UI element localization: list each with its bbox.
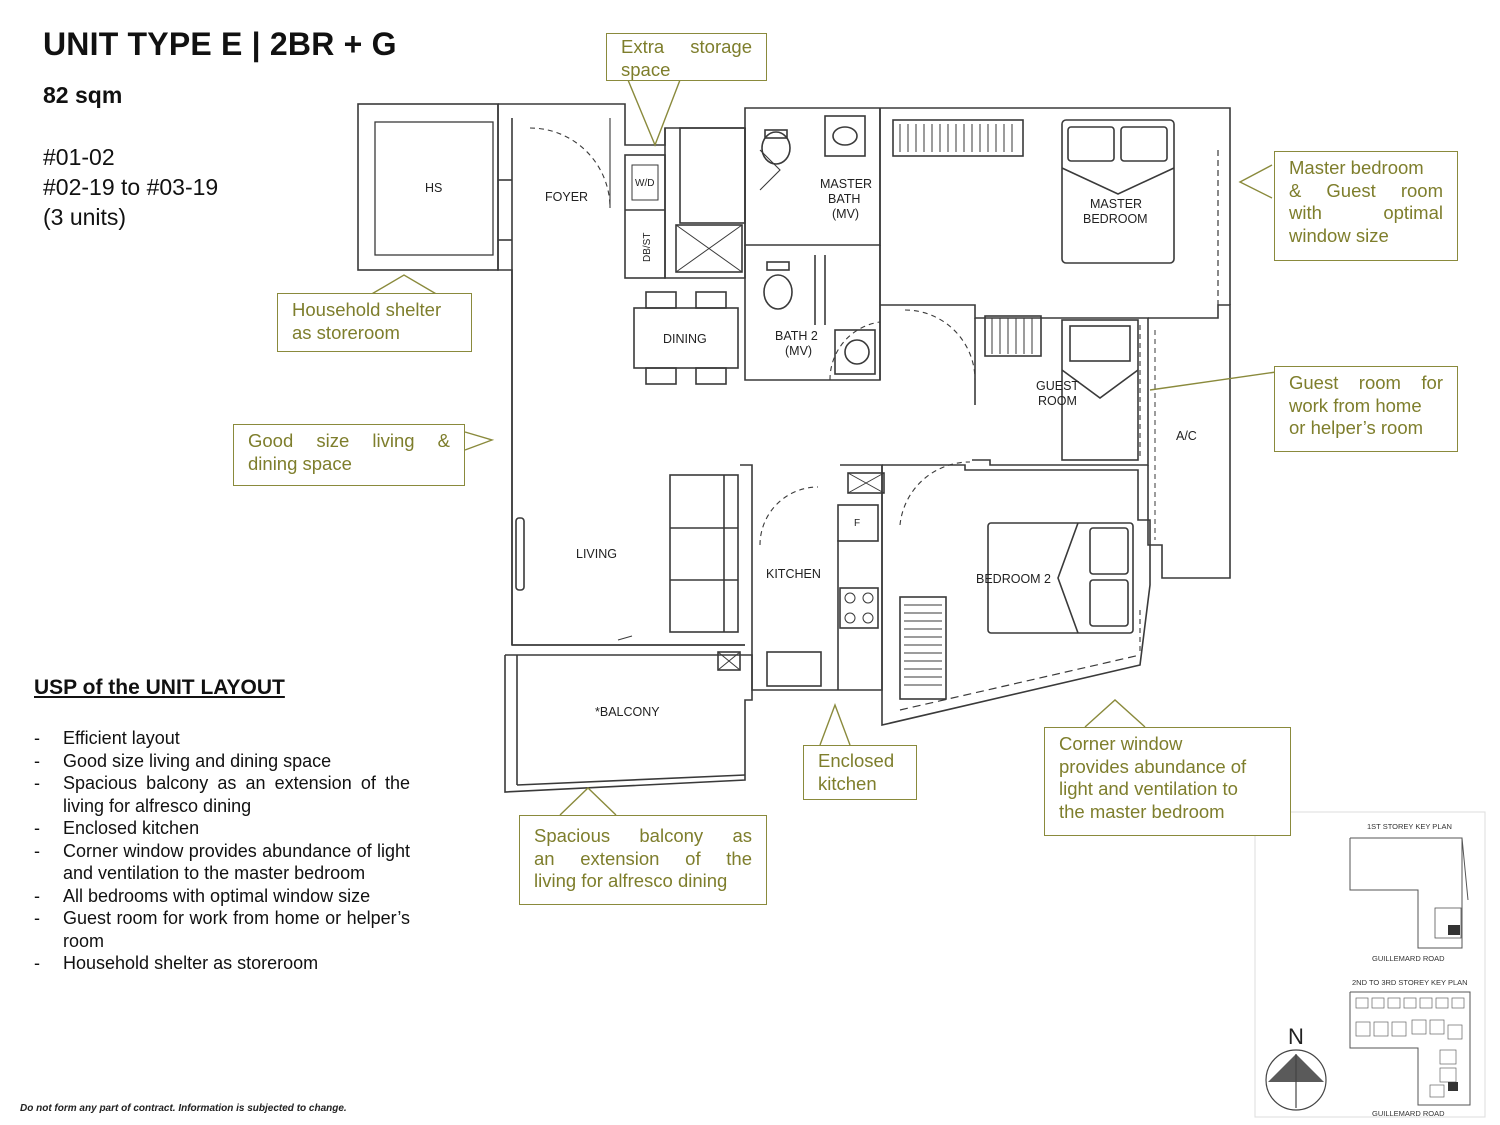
callout-master-guest-window: Master bedroom & Guest room with optimal… <box>1274 151 1458 261</box>
usp-item: All bedrooms with optimal window size <box>34 885 410 908</box>
callout-household-shelter: Household shelter as storeroom <box>277 293 472 352</box>
unit-number-line: (3 units) <box>43 204 127 230</box>
room-label-hs: HS <box>425 181 442 195</box>
callout-line: Household shelter <box>292 299 442 320</box>
usp-item: Enclosed kitchen <box>34 817 410 840</box>
north-label: N <box>1288 1024 1304 1049</box>
key-plan-title-2nd-3rd: 2ND TO 3RD STOREY KEY PLAN <box>1352 978 1468 987</box>
bedroom2-bed <box>987 522 1134 634</box>
callout-line: with optimal <box>1289 202 1443 223</box>
callout-line: Spacious balcony as <box>534 825 752 846</box>
callout-line: light and ventilation to <box>1059 778 1238 799</box>
room-label-master-bedroom: BEDROOM <box>1083 212 1148 226</box>
room-label-fridge: F <box>854 518 860 529</box>
guest-bed <box>1061 319 1139 461</box>
callout-corner-window: Corner window provides abundance of ligh… <box>1044 727 1291 836</box>
unit-area: 82 sqm <box>43 82 123 108</box>
room-label-bath2: (MV) <box>785 344 812 358</box>
callout-line: window size <box>1289 224 1389 246</box>
callout-extra-storage: Extra storage space <box>606 33 767 81</box>
room-label-dbst: DB/ST <box>642 233 653 262</box>
usp-list: Efficient layout Good size living and di… <box>34 727 410 975</box>
room-label-guest-room: ROOM <box>1038 394 1077 408</box>
callout-line: Good size living & <box>248 430 450 451</box>
room-label-master-bedroom: MASTER <box>1090 197 1142 211</box>
balcony-wall <box>504 654 753 793</box>
callout-line: kitchen <box>818 772 877 794</box>
callout-line: dining space <box>248 452 352 474</box>
room-label-living: LIVING <box>576 547 617 561</box>
callout-living-dining: Good size living & dining space <box>233 424 465 486</box>
disclaimer: Do not form any part of contract. Inform… <box>20 1103 347 1114</box>
usp-item: Guest room for work from home or helper’… <box>34 907 410 952</box>
callout-line: Enclosed <box>818 750 895 771</box>
master-wardrobe <box>892 119 1024 157</box>
usp-item: Good size living and dining space <box>34 750 410 773</box>
usp-title: USP of the UNIT LAYOUT <box>34 676 285 699</box>
room-label-bedroom2: BEDROOM 2 <box>976 572 1051 586</box>
callout-line: an extension of the <box>534 847 752 869</box>
callout-line: or helper’s room <box>1289 417 1424 438</box>
room-label-dining: DINING <box>663 332 707 346</box>
unit-number-line: #02-19 to #03-19 <box>43 174 219 200</box>
callout-line: space <box>621 58 671 80</box>
unit-numbers: #01-02 #02-19 to #03-19 (3 units) <box>43 142 218 232</box>
callout-line: Corner window <box>1059 733 1183 754</box>
sofa <box>669 474 739 633</box>
usp-item: Household shelter as storeroom <box>34 952 410 975</box>
callout-line: Master bedroom <box>1289 157 1424 178</box>
callout-line: provides abundance of <box>1059 755 1247 777</box>
callout-line: work from home <box>1289 394 1422 416</box>
room-label-bath2: BATH 2 <box>775 329 818 343</box>
callout-guest-room-wfh: Guest room for work from home or helper’… <box>1274 366 1458 452</box>
callout-line: living for alfresco dining <box>534 870 728 891</box>
room-label-guest-room: GUEST <box>1036 379 1079 393</box>
usp-item: Corner window provides abundance of ligh… <box>34 840 410 885</box>
dining-table <box>633 307 739 369</box>
room-label-foyer: FOYER <box>545 190 588 204</box>
room-label-wd: W/D <box>635 178 654 189</box>
room-label-ac: A/C <box>1176 429 1197 443</box>
room-label-master-bath: MASTER <box>820 177 872 191</box>
callout-line: & Guest room <box>1289 179 1443 201</box>
callout-spacious-balcony: Spacious balcony as an extension of the … <box>519 815 767 905</box>
callout-line: as storeroom <box>292 321 400 343</box>
room-label-kitchen: KITCHEN <box>766 567 821 581</box>
key-plan: 1ST STOREY KEY PLAN GUILLEMARD ROAD 2ND … <box>1254 811 1486 1118</box>
room-label-balcony: *BALCONY <box>595 705 660 719</box>
usp-item: Spacious balcony as an extension of the … <box>34 772 410 817</box>
callout-line: the master bedroom <box>1059 800 1225 822</box>
household-shelter-inner <box>374 121 494 256</box>
key-plan-title-1st: 1ST STOREY KEY PLAN <box>1367 822 1452 831</box>
key-plan-road-1: GUILLEMARD ROAD <box>1372 954 1445 963</box>
callout-line: Guest room for <box>1289 372 1443 393</box>
unit-type-title: UNIT TYPE E | 2BR + G <box>43 26 397 62</box>
room-label-master-bath: (MV) <box>832 207 859 221</box>
callout-enclosed-kitchen: Enclosed kitchen <box>803 745 917 800</box>
master-bed <box>1061 119 1175 264</box>
usp-item: Efficient layout <box>34 727 410 750</box>
outer-wall-left <box>497 104 745 646</box>
unit-number-line: #01-02 <box>43 144 115 170</box>
callout-line: Extra storage <box>621 36 752 57</box>
room-label-master-bath: BATH <box>828 192 860 206</box>
key-plan-road-2: GUILLEMARD ROAD <box>1372 1109 1445 1118</box>
